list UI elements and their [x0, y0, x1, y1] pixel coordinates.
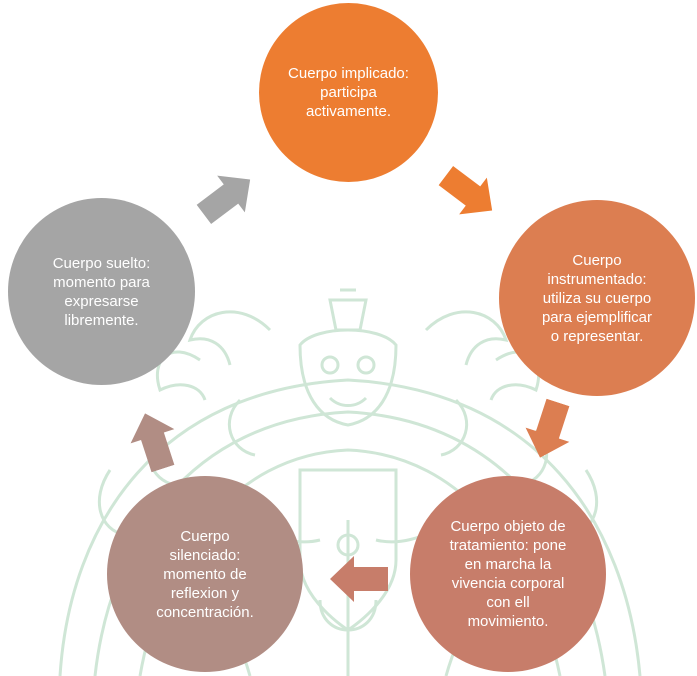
cycle-node-cuerpo-objeto: Cuerpo objeto de tratamiento: pone en ma…: [410, 476, 606, 672]
cycle-node-cuerpo-implicado: Cuerpo implicado: participa activamente.: [259, 3, 438, 182]
arrow-5-to-1: [196, 175, 251, 225]
cycle-node-cuerpo-silenciado: Cuerpo silenciado: momento de reflexion …: [107, 476, 303, 672]
arrow-2-to-3: [525, 398, 570, 458]
arrow-1-to-2: [438, 165, 493, 215]
node-2-text: Cuerpo instrumentado: utiliza su cuerpo …: [541, 251, 653, 345]
node-4-text: Cuerpo silenciado: momento de reflexion …: [156, 527, 254, 621]
arrow-3-to-4: [330, 556, 388, 602]
node-3-text: Cuerpo objeto de tratamiento: pone en ma…: [449, 518, 567, 630]
arrow-4-to-5: [130, 413, 175, 473]
node-5-text: Cuerpo suelto: momento para expresarse l…: [52, 254, 151, 329]
node-1-text: Cuerpo implicado: participa activamente.: [288, 65, 409, 120]
cycle-node-cuerpo-instrumentado: Cuerpo instrumentado: utiliza su cuerpo …: [499, 200, 695, 396]
cycle-node-cuerpo-suelto: Cuerpo suelto: momento para expresarse l…: [8, 198, 195, 385]
